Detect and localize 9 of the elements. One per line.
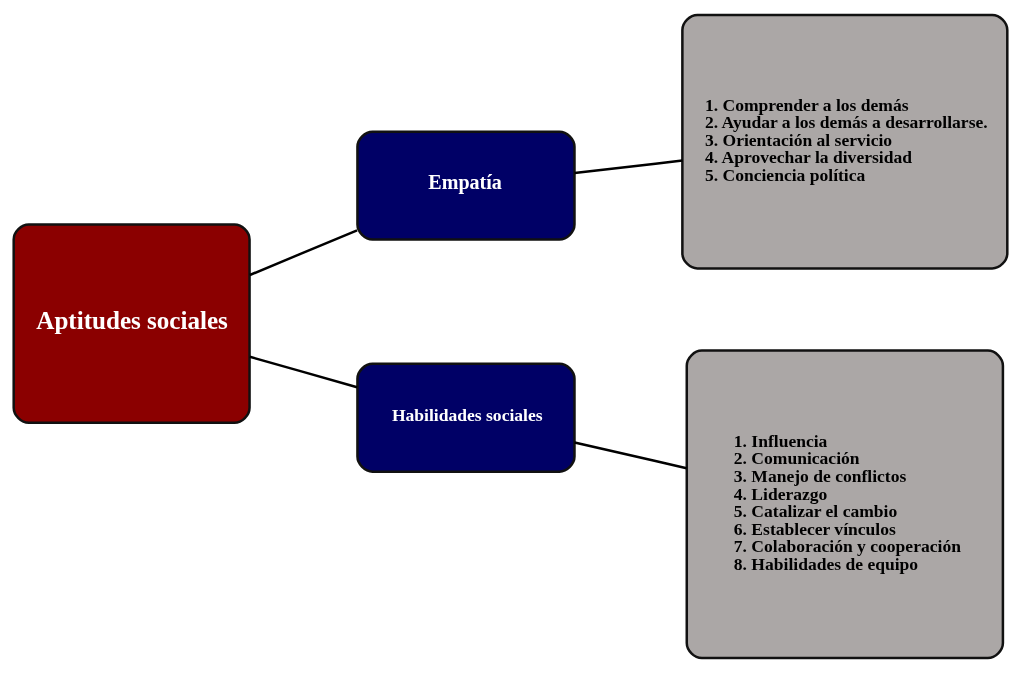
connector — [249, 355, 358, 389]
connector — [574, 159, 683, 175]
node-box: Habilidades sociales — [356, 362, 576, 473]
node-box: Empatía — [356, 130, 576, 241]
connector — [574, 441, 687, 470]
connector — [249, 229, 358, 277]
node-box: Aptitudes sociales — [12, 223, 251, 424]
node-box: 1. Influencia 2. Comunicación 3. Manejo de conflictos 4. Liderazgo 5. Catalizar el cambio 6. Establecer vínculos 7. Colaboración y cooperación 8. Habilidades de equipo — [685, 349, 1005, 660]
node-box: 1. Comprender a los demás 2. Ayudar a los demás a desarrollarse. 3. Orientación al servicio 4. Aprovechar la diversidad 5. Conciencia política — [681, 13, 1009, 270]
